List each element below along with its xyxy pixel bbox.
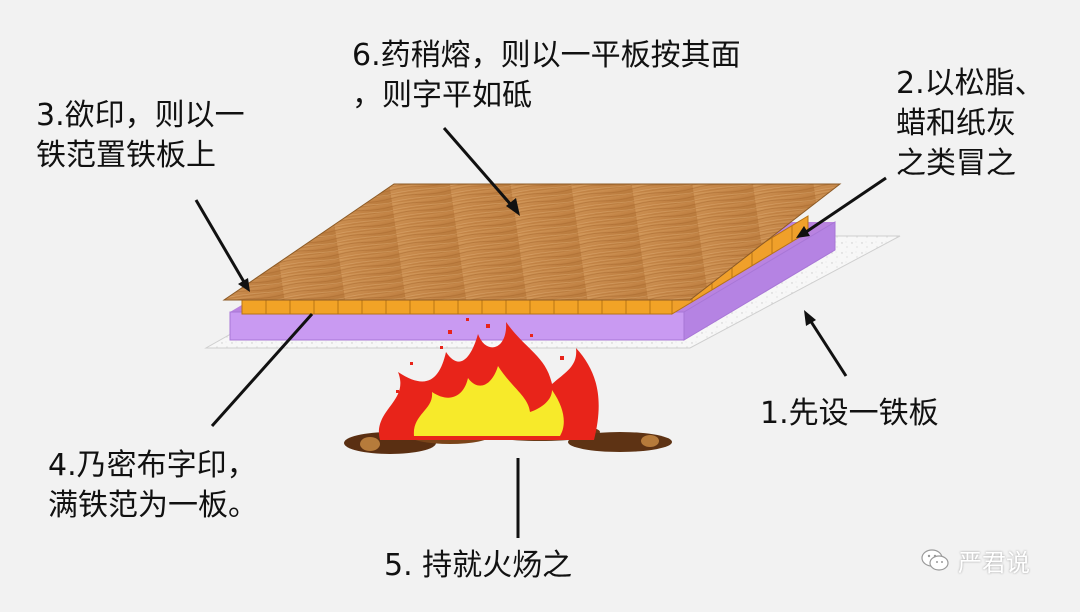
label-step6-line2: ，则字平如砥 <box>352 78 532 113</box>
watermark: 严君说 <box>920 540 1030 580</box>
label-step4-line1: 4.乃密布字印， <box>48 448 257 483</box>
label-step3-line1: 3.欲印，则以一 <box>36 98 245 133</box>
arrow-step2 <box>796 176 887 238</box>
label-step3-line2: 铁范置铁板上 <box>36 138 216 173</box>
label-step5: 5. 持就火炀之 <box>384 546 572 586</box>
label-step4-line2: 满铁范为一板。 <box>48 488 258 523</box>
arrow-step3 <box>194 199 250 292</box>
label-step5-text: 5. 持就火炀之 <box>384 548 573 583</box>
label-step3: 3.欲印，则以一 铁范置铁板上 <box>36 96 245 176</box>
label-step2-line1: 2.以松脂、 <box>896 66 1045 101</box>
label-step6: 6.药稍熔，则以一平板按其面 ，则字平如砥 <box>352 36 741 116</box>
label-step2-line3: 之类冒之 <box>896 146 1016 181</box>
label-step2: 2.以松脂、 蜡和纸灰 之类冒之 <box>896 64 1045 184</box>
arrow-step6 <box>442 127 520 216</box>
label-step6-line1: 6.药稍熔，则以一平板按其面 <box>352 38 741 73</box>
watermark-text: 严君说 <box>958 548 1030 577</box>
wooden-press-board <box>222 183 842 301</box>
campfire <box>344 318 672 454</box>
flame-inner <box>413 366 564 436</box>
label-step2-line2: 蜡和纸灰 <box>896 106 1016 141</box>
fire-sparks <box>396 318 585 393</box>
wechat-icon <box>921 549 949 571</box>
label-step4: 4.乃密布字印， 满铁范为一板。 <box>48 446 258 526</box>
label-step1: 1.先设一铁板 <box>760 394 939 434</box>
arrow-step1 <box>804 310 848 377</box>
label-step1-text: 1.先设一铁板 <box>760 396 939 431</box>
arrow-step4 <box>210 313 314 427</box>
